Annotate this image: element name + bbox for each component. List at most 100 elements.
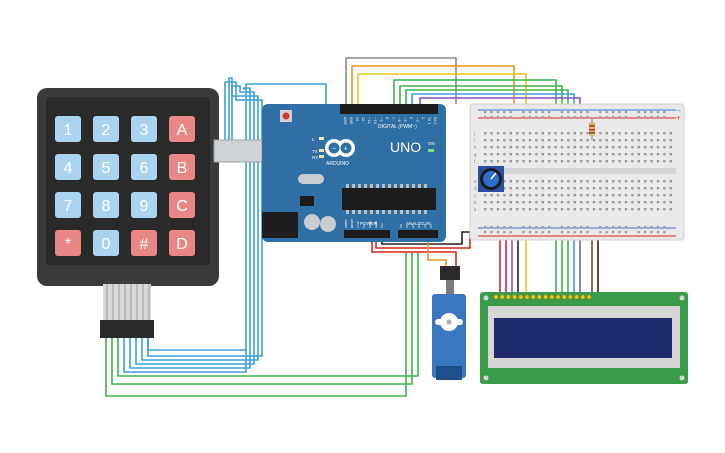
power-pin-label: RESET: [350, 218, 354, 228]
analog-pin-label: A1: [405, 224, 409, 228]
keypad-key-5[interactable]: 5: [93, 154, 119, 180]
keypad-key-1[interactable]: 1: [55, 116, 81, 142]
keypad-key-label: 9: [140, 198, 149, 215]
tx-label: TX: [312, 149, 318, 154]
lcd-pin: [524, 294, 530, 300]
arduino-brand: ARDUINO: [326, 161, 349, 167]
digital-header: [340, 104, 438, 114]
keypad-key-label: 8: [102, 198, 111, 215]
arduino-logo: − +: [325, 139, 355, 157]
keypad-key-A[interactable]: A: [169, 116, 195, 142]
power-pin-label: GND: [368, 220, 372, 228]
voltage-regulator: [300, 196, 314, 206]
keypad-key-label: 1: [64, 122, 73, 139]
keypad-key-label: A: [177, 122, 188, 139]
keypad-key-2[interactable]: 2: [93, 116, 119, 142]
chip-pins: [346, 184, 427, 214]
keypad-key-D[interactable]: D: [169, 230, 195, 256]
keypad-key-label: 3: [140, 122, 149, 139]
lcd-pin: [499, 294, 505, 300]
rail-minus-label: −: [676, 107, 681, 114]
keypad-ribbon: [103, 284, 151, 320]
potentiometer[interactable]: [478, 166, 504, 192]
keypad: 1 2 3 A 4 5 6 B 7 8 9 C * 0 # D: [37, 88, 219, 338]
power-header: [344, 230, 390, 238]
keypad-key-B[interactable]: B: [169, 154, 195, 180]
keypad-key-3[interactable]: 3: [131, 116, 157, 142]
digital-pin-label: ~9: [379, 117, 383, 122]
lcd-pin: [512, 294, 518, 300]
digital-pin-label: 8: [385, 117, 389, 119]
lcd-pin: [574, 294, 580, 300]
power-pin-label: IOREF: [344, 219, 348, 228]
led-on: [428, 149, 434, 152]
wire-keypad-2: [141, 77, 259, 361]
wire-keypad-6: [147, 338, 246, 351]
lcd-screen: [494, 318, 672, 358]
keypad-key-C[interactable]: C: [169, 192, 195, 218]
analog-pin-label: A4: [423, 224, 427, 228]
bb-row-letter: d: [474, 186, 477, 191]
analog-pin-label: A0: [399, 224, 403, 228]
keypad-key-8[interactable]: 8: [93, 192, 119, 218]
keypad-key-4[interactable]: 4: [55, 154, 81, 180]
wire-keypad-1: [147, 81, 263, 357]
digital-pin-label: ~3: [415, 117, 419, 122]
keypad-header: [100, 320, 154, 338]
reset-button-cap[interactable]: [282, 112, 290, 120]
keypad-key-*[interactable]: *: [55, 230, 81, 256]
crystal: [298, 174, 324, 184]
breadboard-holes: [484, 111, 672, 234]
bb-row-letter: a: [474, 207, 477, 212]
capacitor-1: [304, 214, 320, 230]
keypad-key-6[interactable]: 6: [131, 154, 157, 180]
digital-pin-label: RX 0: [433, 117, 437, 124]
digital-pin-label: 2: [421, 117, 425, 119]
digital-pin-label: AREF: [343, 117, 347, 125]
keypad-key-label: C: [176, 198, 188, 215]
analog-header: [398, 230, 438, 238]
digital-pin-label: 7: [391, 117, 395, 119]
digital-pin-label: ~10: [373, 117, 377, 124]
digital-pin-label: ~5: [403, 117, 407, 122]
digital-pin-label: GND: [349, 117, 353, 125]
lcd-pin-row: [493, 294, 592, 300]
keypad-key-7[interactable]: 7: [55, 192, 81, 218]
digital-pin-label: ~6: [397, 117, 401, 122]
keypad-key-0[interactable]: 0: [93, 230, 119, 256]
servo-cable: [446, 280, 454, 294]
lcd-pin: [518, 294, 524, 300]
keypad-key-9[interactable]: 9: [131, 192, 157, 218]
wire-orange: [351, 65, 515, 140]
lcd-pin: [586, 294, 592, 300]
keypad-key-label: 4: [64, 160, 73, 177]
bb-row-letter: c: [474, 193, 476, 198]
keypad-key-label: 0: [102, 236, 111, 253]
l-label: L: [312, 137, 315, 142]
keypad-key-label: 5: [102, 160, 111, 177]
lcd-pin: [561, 294, 567, 300]
led-tx: [319, 149, 324, 152]
rx-label: RX: [312, 155, 318, 160]
arduino-uno-label: UNO: [390, 139, 421, 155]
capacitor-2: [320, 216, 336, 232]
digital-pin-label: 4: [409, 117, 413, 119]
bb-row-letter: i: [474, 138, 475, 143]
lcd-pin: [505, 294, 511, 300]
usb-connector: [213, 139, 263, 163]
wire-red-power: [371, 238, 457, 268]
servo-connector: [440, 266, 460, 280]
keypad-keys: 1 2 3 A 4 5 6 B 7 8 9 C * 0 # D: [55, 116, 195, 256]
bb-row-letter: b: [474, 200, 477, 205]
servo-body: [432, 294, 466, 378]
wire-keypad-7: [117, 252, 419, 377]
keypad-key-#[interactable]: #: [131, 230, 157, 256]
keypad-key-label: B: [177, 160, 188, 177]
servo-motor: [432, 266, 466, 380]
analog-pin-label: A3: [417, 224, 421, 228]
led-rx: [319, 155, 324, 158]
analog-label: ANALOG IN: [406, 221, 431, 226]
wire-keypad-9: [105, 252, 407, 397]
